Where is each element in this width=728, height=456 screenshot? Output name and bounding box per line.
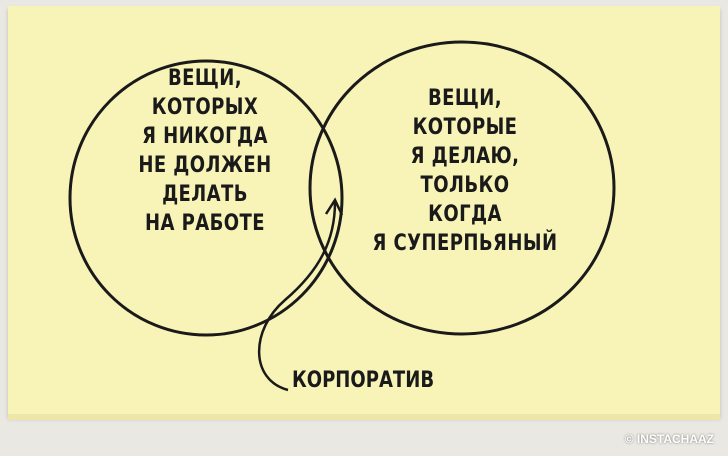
- right-line: Я СУПЕРПЬЯНЫЙ: [372, 231, 558, 256]
- left-line: ДЕЛАТЬ: [162, 182, 248, 207]
- sticky-note-edge: [8, 414, 720, 420]
- right-line: Я ДЕЛАЮ,: [410, 144, 520, 169]
- sticky-note: [8, 6, 720, 416]
- left-line: КОТОРЫХ: [151, 95, 259, 120]
- right-line: ВЕЩИ,: [427, 86, 502, 111]
- right-line: КОГДА: [428, 202, 502, 227]
- arrow-line: [257, 201, 337, 392]
- right-circle: [308, 40, 616, 336]
- left-circle-label: ВЕЩИ, КОТОРЫХ Я НИКОГДА НЕ ДОЛЖЕН ДЕЛАТЬ…: [103, 64, 308, 238]
- left-line: НА РАБОТЕ: [145, 211, 265, 236]
- arrow-head: [324, 197, 344, 216]
- right-line: ТОЛЬКО: [420, 173, 510, 198]
- watermark: © INSTACHAAZ: [624, 432, 714, 446]
- left-line: Я НИКОГДА: [142, 124, 268, 149]
- right-line: КОТОРЫЕ: [412, 115, 518, 140]
- right-circle-label: ВЕЩИ, КОТОРЫЕ Я ДЕЛАЮ, ТОЛЬКО КОГДА Я СУ…: [354, 84, 575, 258]
- left-circle: [68, 59, 344, 337]
- intersection-label: КОРПОРАТИВ: [292, 368, 435, 393]
- left-line: НЕ ДОЛЖЕН: [138, 153, 272, 178]
- left-line: ВЕЩИ,: [167, 66, 242, 91]
